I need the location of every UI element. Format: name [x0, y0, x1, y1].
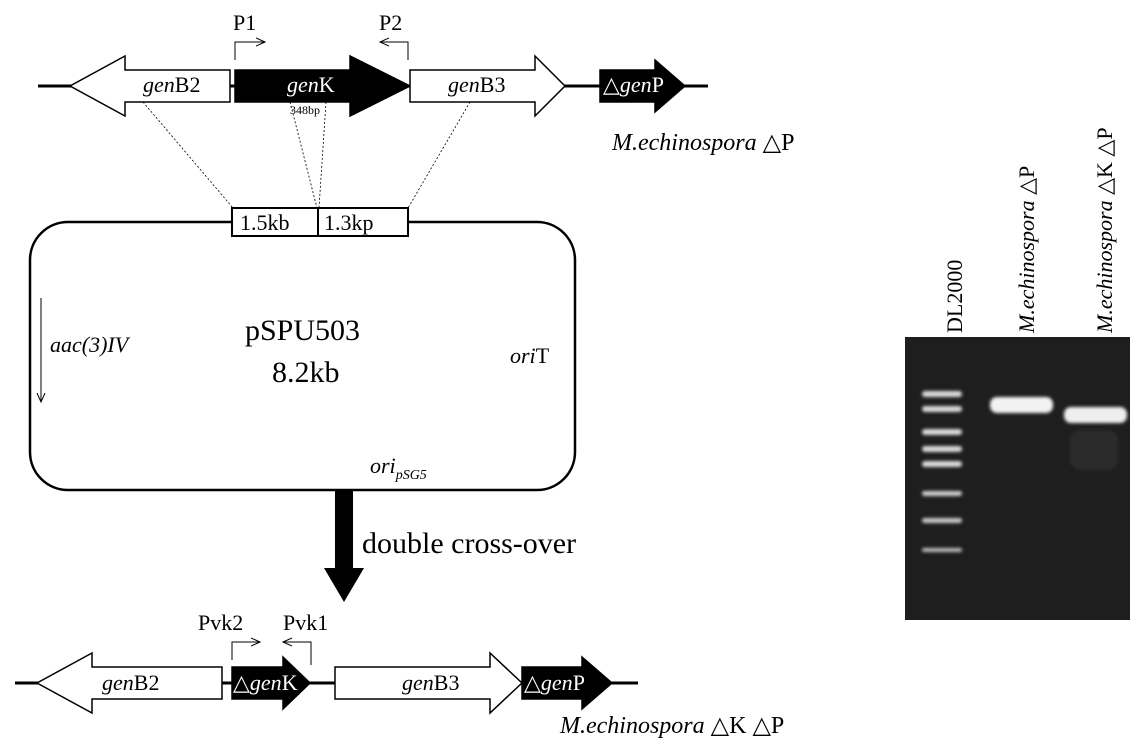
crossover-label: double cross-over	[362, 527, 576, 560]
ladder-band	[922, 391, 962, 397]
primer-pvk1-label: Pvk1	[283, 610, 328, 635]
bottom-genP-label: △genP	[524, 670, 585, 695]
crossover-arrow	[324, 490, 364, 602]
primer-p2-arrow	[380, 42, 409, 60]
gel-lane-label-dp: M.echinospora △P	[1014, 166, 1039, 334]
smear-dkdp	[1070, 430, 1118, 470]
top-genP-label: △genP	[603, 72, 664, 97]
crossover-step: double cross-over	[324, 490, 576, 602]
bottom-genB3-label: genB3	[402, 670, 459, 695]
bottom-genB2-label: genB2	[102, 670, 159, 695]
marker-label: aac(3)IV	[50, 332, 131, 357]
ladder-band	[922, 518, 962, 523]
plasmid: 1.5kb 1.3kp pSPU503 8.2kb aac(3)IV oriT …	[28, 207, 577, 492]
ladder-band	[922, 491, 962, 496]
top-genP-arrow	[599, 58, 687, 114]
bottom-genK-label: △genK	[233, 670, 298, 695]
ladder-band	[922, 446, 962, 452]
top-genB3-label: genB3	[448, 72, 505, 97]
ladder-lane	[922, 391, 962, 552]
arm-right-label: 1.3kp	[324, 210, 374, 235]
homology-line-1	[142, 101, 234, 209]
top-genK-label: genK	[287, 72, 335, 97]
sample-lanes	[990, 397, 1127, 470]
arm-left-label: 1.5kb	[240, 210, 290, 235]
size-note-background	[288, 103, 334, 116]
band-dkdp	[1064, 407, 1127, 423]
bottom-genB3-arrow	[334, 651, 524, 715]
bottom-construct: genB2 △genK genB3 △genP Pvk2 Pvk1 M.echi…	[15, 610, 784, 739]
primer-p1-arrow	[234, 42, 265, 60]
primer-p1-label: P1	[233, 10, 256, 35]
ori-label: oripSG5	[370, 453, 427, 483]
homology-line-3	[318, 101, 327, 209]
arm-right-box	[317, 207, 409, 237]
homology-line-2	[289, 101, 318, 209]
bottom-genB2-arrow	[35, 651, 223, 715]
primer-p2-label: P2	[379, 10, 402, 35]
top-construct: genB2 genK genB3 △genP 348bp P1 P2 M.ech…	[38, 10, 794, 156]
gel-lane-label-dkdp: M.echinospora △K △P	[1092, 127, 1117, 334]
bottom-genP-arrow	[521, 655, 614, 711]
homology-line-4	[407, 101, 471, 209]
arm-left-box	[231, 207, 319, 237]
top-genB3-arrow	[409, 54, 567, 118]
primer-pvk2-arrow	[231, 642, 260, 660]
top-genB2-arrow	[68, 54, 231, 118]
orit-label: oriT	[510, 343, 550, 368]
genK-size-note: 348bp	[290, 103, 320, 117]
primer-pvk2-label: Pvk2	[198, 610, 243, 635]
ladder-band	[922, 406, 962, 412]
plasmid-name: pSPU503	[245, 314, 360, 347]
ladder-band	[922, 548, 962, 552]
gel-background	[905, 337, 1130, 620]
gel-lane-label-ladder: DL2000	[942, 260, 967, 333]
primer-pvk1-arrow	[283, 642, 312, 665]
band-dp	[990, 397, 1053, 413]
top-genK-arrow	[234, 54, 412, 118]
homology-lines	[142, 101, 471, 209]
ladder-band	[922, 429, 962, 435]
top-genB2-label: genB2	[143, 72, 200, 97]
plasmid-size: 8.2kb	[272, 356, 340, 389]
gel-panel: DL2000 M.echinospora △P M.echinospora △K…	[905, 127, 1130, 620]
bottom-genK-arrow	[231, 655, 312, 711]
bottom-strain-label: M.echinospora △K △P	[559, 713, 784, 739]
top-strain-label: M.echinospora △P	[611, 130, 794, 156]
ladder-band	[922, 461, 962, 467]
